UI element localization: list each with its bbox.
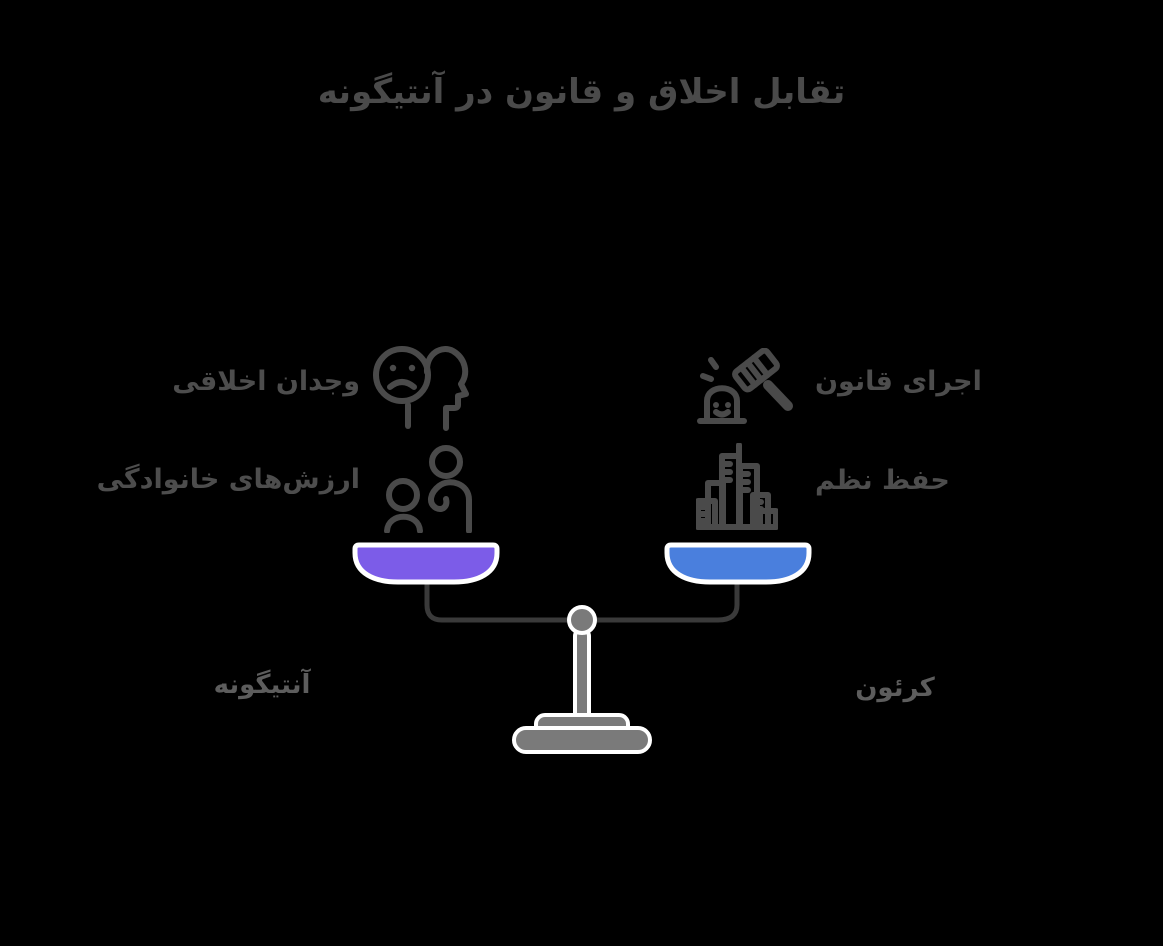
label-moral-conscience: وجدان اخلاقی — [172, 366, 360, 397]
gavel-icon — [697, 348, 793, 424]
left-pan — [352, 542, 500, 585]
label-maintain-order: حفظ نظم — [815, 465, 950, 496]
sad-face-head-icon — [373, 346, 469, 431]
scale-pivot — [567, 605, 597, 635]
side-name-creon: کرئون — [855, 673, 935, 703]
side-name-antigone: آنتیگونه — [213, 670, 311, 700]
label-family-values: ارزش‌های خانوادگی — [96, 464, 360, 495]
label-law-enforcement: اجرای قانون — [815, 366, 982, 397]
family-icon — [384, 445, 472, 533]
balance-scale — [352, 542, 812, 754]
scale-post — [573, 628, 591, 728]
scale-base-bottom — [512, 726, 652, 754]
page-title: تقابل اخلاق و قانون در آنتیگونه — [317, 72, 846, 112]
city-buildings-icon — [696, 443, 778, 530]
right-pan — [664, 542, 812, 585]
